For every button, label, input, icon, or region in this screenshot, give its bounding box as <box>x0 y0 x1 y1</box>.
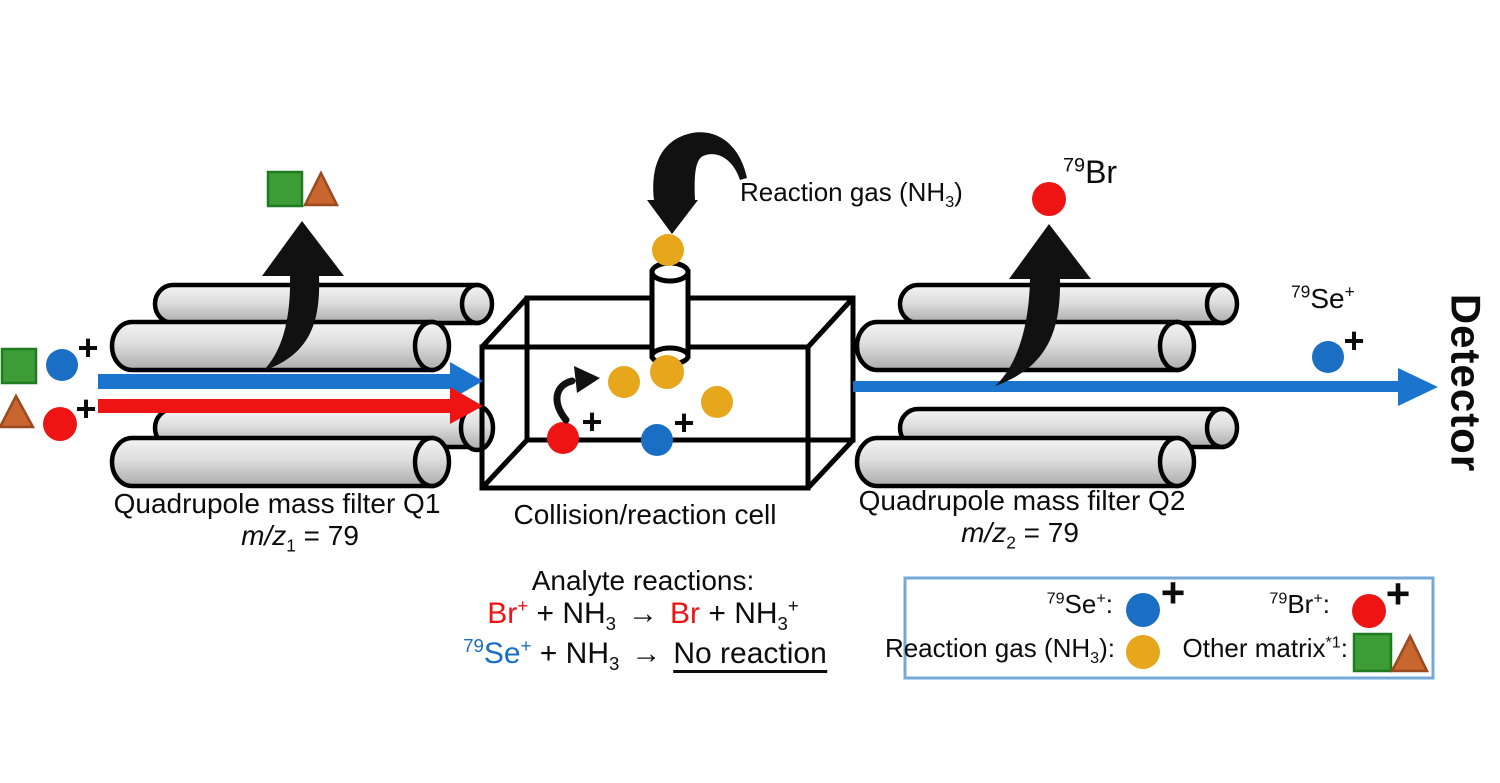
gas-inlet-arrow-icon <box>647 132 747 234</box>
q1-rod-bottom-front-cap <box>412 435 452 489</box>
legend-se-label: 79Se+: <box>1046 589 1113 619</box>
se-ion-icon <box>1126 593 1160 627</box>
plus-charge-icon: + <box>673 402 694 443</box>
beam-blue-line <box>98 374 452 389</box>
se-ion-icon <box>1312 341 1344 373</box>
q2-rod-top-front-cap <box>1157 319 1197 373</box>
reaction-line-2: 79Se+ + NH3→No reaction <box>463 635 827 674</box>
se-ion-icon <box>46 349 78 381</box>
matrix-triangle-icon <box>1389 633 1429 673</box>
q1-rod-top-front <box>109 319 435 373</box>
beam-blue-line-2 <box>853 381 1401 392</box>
br-ion-icon <box>43 407 77 441</box>
matrix-square-icon <box>0 347 38 385</box>
beam-red-head <box>450 387 483 424</box>
q2-rod-top-front <box>854 319 1180 373</box>
detector-label: Detector <box>1442 293 1490 473</box>
gas-molecule-icon <box>652 234 684 266</box>
plus-charge-icon: + <box>77 327 98 368</box>
gas-arrow-head <box>647 200 698 234</box>
reaction-gas-label: Reaction gas (NH3) <box>740 177 963 212</box>
reaction-curved-arrow-icon <box>553 377 576 424</box>
br-ion-icon <box>547 422 579 454</box>
ejected-matrix-group <box>266 170 340 208</box>
quadrupole-q2-rods <box>854 282 1240 489</box>
quadrupole-q1-rods <box>109 282 496 489</box>
beam-blue-head <box>450 362 483 400</box>
plus-charge-icon: + <box>1343 320 1364 361</box>
q1-rod-bottom-front <box>109 435 435 489</box>
reaction-curved-arrow-head <box>574 366 600 393</box>
q2-title-label: Quadrupole mass filter Q2 <box>858 485 1186 516</box>
beam-blue-head-2 <box>1398 368 1438 406</box>
input-ion-group: + + <box>0 327 99 441</box>
q2-rod-bottom-front <box>854 435 1180 489</box>
q1-title-label: Quadrupole mass filter Q1 <box>113 488 441 519</box>
gas-molecule-icon <box>650 355 684 389</box>
ion-beam-blue-q1 <box>98 362 483 400</box>
cell-connect-edges <box>480 296 855 490</box>
q2-ejection-head <box>1009 224 1091 279</box>
analyte-reactions-heading: Analyte reactions: <box>531 565 755 596</box>
cell-title-label: Collision/reaction cell <box>513 499 777 530</box>
q1-ejection-arrow-icon <box>262 221 344 371</box>
q1-mz-label: m/z1 = 79 <box>241 520 359 556</box>
gas-molecule-icon <box>1126 635 1160 669</box>
plus-charge-icon: + <box>1161 569 1186 616</box>
se-ion-output-group: + <box>1312 320 1365 373</box>
cell-contents-group: + + <box>547 355 733 456</box>
legend-gas-label: Reaction gas (NH3): <box>884 633 1115 668</box>
q2-ejection-tail <box>995 279 1061 386</box>
legend-br-label: 79Br+: <box>1269 589 1330 619</box>
ion-beam-red-q1 <box>98 387 483 424</box>
legend-frame <box>903 576 1435 680</box>
legend-box: + + <box>903 569 1435 680</box>
ejected-br-label: 79Br <box>1063 154 1118 190</box>
reaction-line-1: Br+ + NH3→Br + NH3+ <box>487 595 799 634</box>
se-ion-icon <box>641 424 673 456</box>
gas-inlet-tube <box>649 260 691 367</box>
q1-ejection-tail <box>263 276 320 371</box>
q1-rod-top-back-cap <box>459 282 495 326</box>
matrix-triangle-icon <box>302 170 340 207</box>
q1-rod-top-front-cap <box>412 319 452 373</box>
q2-rod-top-back <box>897 282 1225 326</box>
q2-rod-bottom-back-cap <box>1204 406 1240 450</box>
cell-front-face <box>479 344 811 491</box>
gas-molecule-icon <box>608 366 640 398</box>
matrix-square-icon <box>1352 632 1393 673</box>
matrix-square-icon <box>266 170 304 208</box>
se-output-label: 79Se+ <box>1291 281 1355 314</box>
tube-body <box>649 269 691 359</box>
br-ion-icon <box>1352 594 1386 628</box>
ion-beam-blue-q2-to-detector <box>853 368 1438 406</box>
beam-red-line <box>98 399 452 413</box>
gas-arrow-band <box>653 132 747 200</box>
gas-molecule-icon <box>701 386 733 418</box>
collision-reaction-cell-box <box>479 295 856 491</box>
legend-matrix-label: Other matrix*1: <box>1182 633 1349 663</box>
q1-ejection-head <box>262 221 344 276</box>
q2-rod-bottom-front-cap <box>1157 435 1197 489</box>
br-atom-icon <box>1032 182 1066 216</box>
q2-mz-label: m/z2 = 79 <box>961 517 1079 553</box>
plus-charge-icon: + <box>581 401 602 442</box>
plus-charge-icon: + <box>1386 570 1411 617</box>
matrix-triangle-icon <box>0 393 36 429</box>
q2-ejection-arrow-icon <box>995 224 1091 386</box>
q2-rod-top-back-cap <box>1204 282 1240 326</box>
plus-charge-icon: + <box>75 388 96 429</box>
